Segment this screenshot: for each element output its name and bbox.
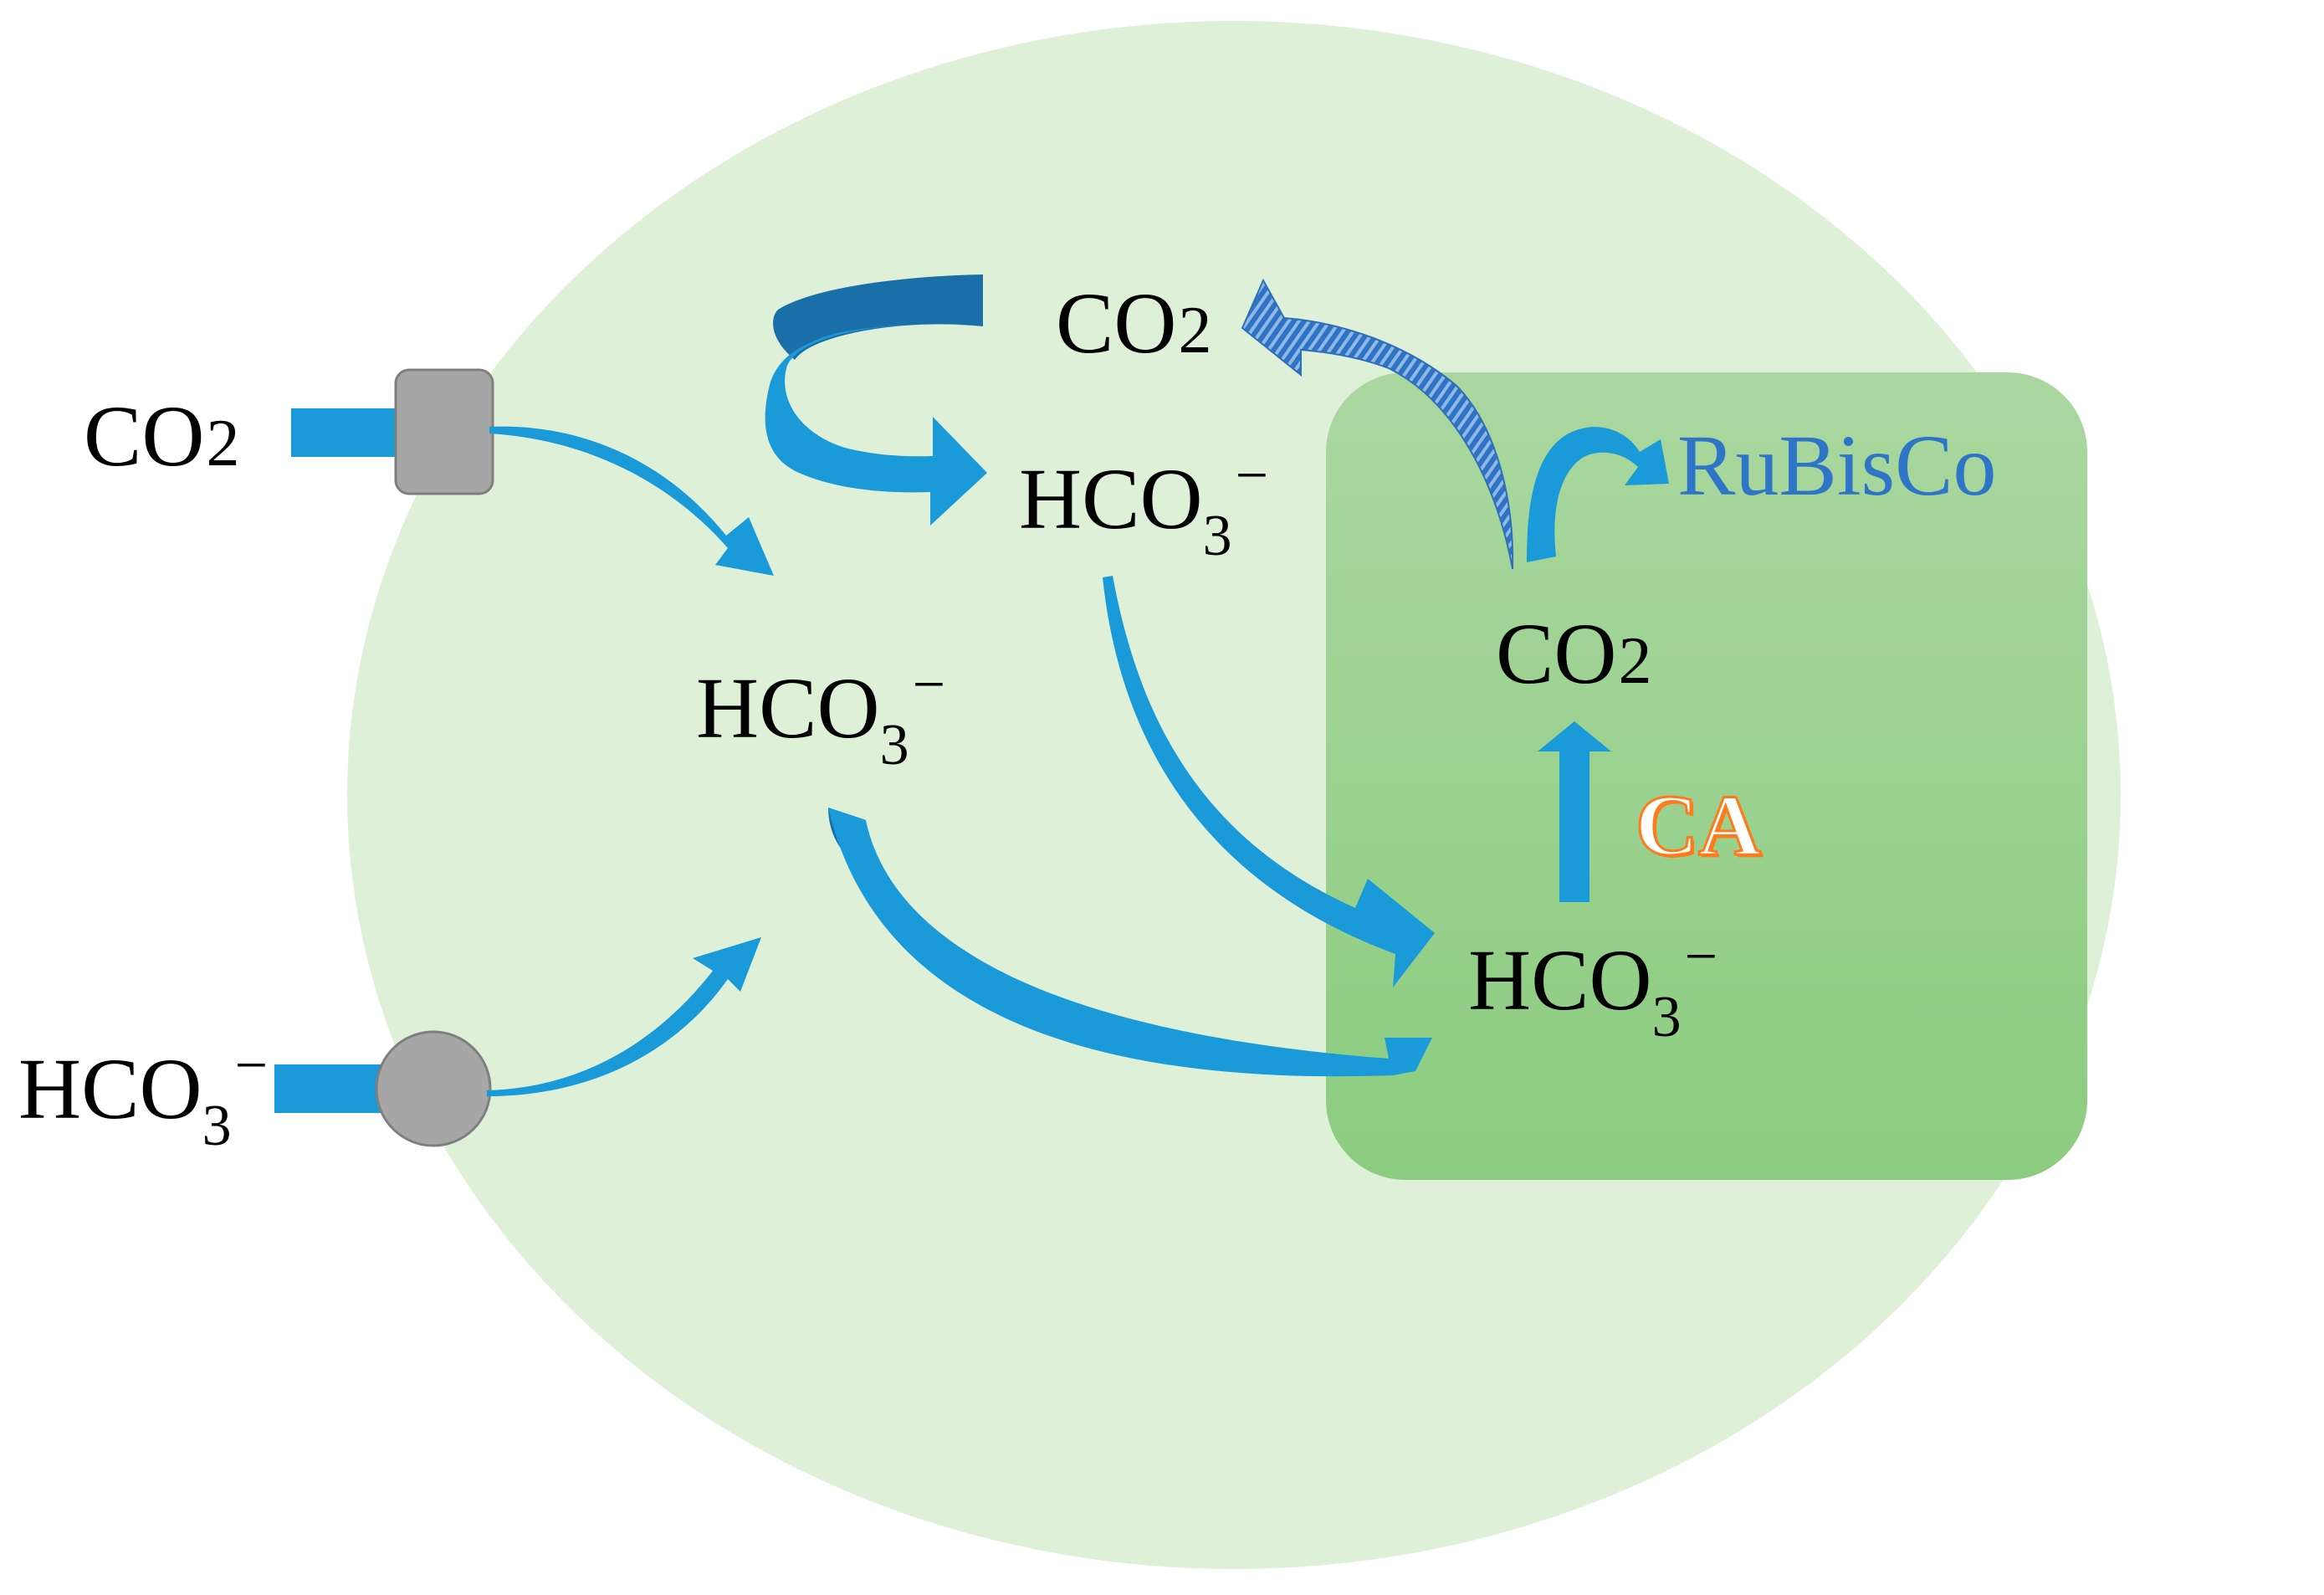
co2-cytosol-main: CO <box>1056 275 1177 372</box>
arrow-co2-hydration-loop <box>765 324 987 526</box>
hco3-inlet-bar <box>274 1064 387 1113</box>
hco3-carboxysome-sub: 3 <box>1651 985 1682 1049</box>
co2-outside-sub: 2 <box>206 407 240 480</box>
co2-cytosol-sub: 2 <box>1178 294 1212 367</box>
hco3-cytosol-top-sup: − <box>1235 444 1269 508</box>
hco3-outside-sub: 3 <box>202 1094 232 1158</box>
co2-carboxysome-label: CO2 <box>1496 611 1651 698</box>
ca-label: CA <box>1634 777 1762 874</box>
arrow-co2-transporter-to-hco3 <box>489 426 774 576</box>
hco3-carboxysome-sup: − <box>1684 925 1718 989</box>
co2-inlet-bar <box>291 408 404 457</box>
arrow-hco3-to-carboxysome-upper <box>1103 576 1435 987</box>
hco3-cytosol-mid-label: HCO3− <box>696 656 945 775</box>
hco3-cytosol-mid-sub: 3 <box>879 713 909 777</box>
hco3-cytosol-top-main: HCO <box>1019 451 1203 547</box>
hco3-outside-label: HCO3− <box>18 1037 268 1156</box>
co2-carboxysome-sub: 2 <box>1618 624 1652 698</box>
square-transporter-icon <box>394 368 494 495</box>
circle-transporter-icon <box>375 1030 492 1147</box>
hco3-outside-main: HCO <box>18 1041 202 1137</box>
co2-cytosol-label: CO2 <box>1056 280 1211 367</box>
hco3-outside-sup: − <box>234 1033 269 1098</box>
co2-carboxysome-main: CO <box>1496 606 1617 702</box>
hco3-carboxysome-label: HCO3− <box>1468 928 1717 1047</box>
co2-outside-label: CO2 <box>84 393 239 480</box>
arrow-hco3-transporter-to-hco3 <box>487 937 761 1096</box>
co2-outside-main: CO <box>84 388 205 485</box>
arrow-co2-to-rubisco <box>1527 427 1669 562</box>
hco3-cytosol-mid-main: HCO <box>696 660 880 756</box>
rubisco-label: RuBisCo <box>1677 418 1997 514</box>
arrow-hco3-to-carboxysome-lower <box>828 808 1432 1077</box>
hco3-cytosol-mid-sup: − <box>912 653 946 717</box>
hco3-cytosol-top-sub: 3 <box>1202 504 1232 568</box>
arrow-ca-conversion <box>1538 721 1611 902</box>
hco3-carboxysome-main: HCO <box>1468 932 1652 1028</box>
hco3-cytosol-top-label: HCO3− <box>1019 447 1268 566</box>
carboxysome <box>1326 372 2087 1180</box>
arrow-co2-leak <box>1241 278 1514 570</box>
